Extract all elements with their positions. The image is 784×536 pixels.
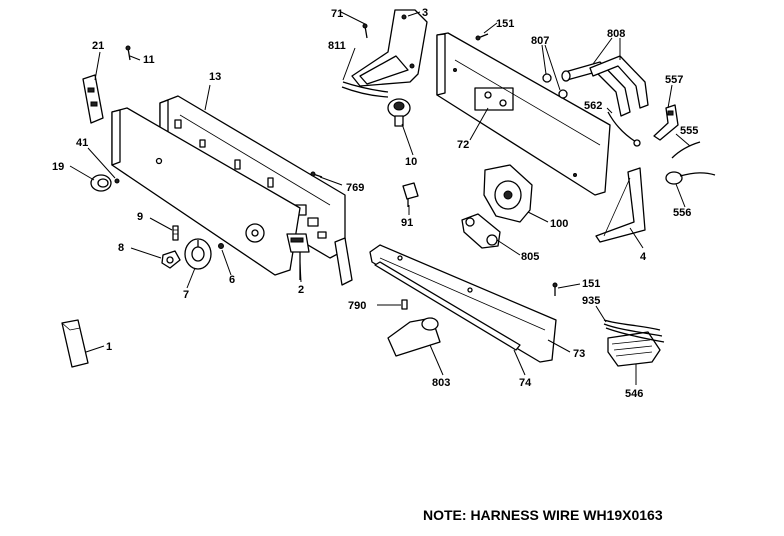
- part-555-cord: [671, 141, 701, 159]
- part-2-switch: [286, 233, 310, 280]
- label-151-lower: 151: [582, 278, 600, 290]
- part-9-spring: [172, 225, 179, 241]
- label-811: 811: [328, 40, 346, 52]
- part-811-hose: [341, 81, 389, 98]
- part-803-bracket: [387, 317, 441, 357]
- label-91: 91: [401, 217, 413, 229]
- part-4-bracket: [595, 167, 646, 243]
- part-3-bracket: [351, 9, 428, 87]
- part-73-lower-panel: [369, 244, 557, 363]
- part-808-hoses: [561, 55, 649, 117]
- label-71: 71: [331, 8, 343, 20]
- label-6: 6: [229, 274, 235, 286]
- label-805: 805: [521, 251, 539, 263]
- callout-labels: 71 3 151 807 808 811 21 11 13 557 562 55…: [52, 7, 698, 400]
- label-808: 808: [607, 28, 625, 40]
- label-21: 21: [92, 40, 104, 52]
- label-73: 73: [573, 348, 585, 360]
- label-790: 790: [348, 300, 366, 312]
- part-41-clip: [114, 178, 120, 184]
- part-11-screw: [125, 45, 131, 61]
- label-9: 9: [137, 211, 143, 223]
- part-935-harness-wires: [603, 319, 665, 343]
- part-151-screw-lower: [552, 282, 558, 296]
- label-100: 100: [550, 218, 568, 230]
- part-805-valve: [461, 213, 501, 249]
- part-19-knob: [90, 174, 112, 192]
- label-7: 7: [183, 289, 189, 301]
- part-1-literature: [61, 319, 89, 368]
- part-556-plug: [665, 171, 716, 185]
- label-935: 935: [582, 295, 600, 307]
- part-71-screw: [362, 23, 368, 39]
- part-562-wire: [607, 111, 641, 147]
- part-100-timer: [483, 164, 533, 223]
- label-546: 546: [625, 388, 643, 400]
- front-console-panel: [111, 107, 301, 276]
- label-4: 4: [640, 251, 647, 263]
- label-557: 557: [665, 74, 683, 86]
- part-74-bottom-strip: [374, 261, 521, 351]
- label-8: 8: [118, 242, 124, 254]
- part-10-pressure-switch: [387, 98, 411, 127]
- part-7-timer-knob: [184, 238, 212, 270]
- label-807: 807: [531, 35, 549, 47]
- part-790-clip: [401, 299, 408, 310]
- label-72: 72: [457, 139, 469, 151]
- label-556: 556: [673, 207, 691, 219]
- part-807-washers: [542, 73, 568, 99]
- part-8-hub: [161, 250, 181, 269]
- label-11: 11: [143, 54, 155, 66]
- part-72-backsplash: [436, 32, 611, 196]
- label-769: 769: [346, 182, 364, 194]
- part-151-screw-top: [475, 33, 489, 41]
- part-6-clip: [218, 243, 224, 249]
- label-562: 562: [584, 100, 602, 112]
- part-557-bracket: [653, 104, 679, 141]
- label-10: 10: [405, 156, 417, 168]
- label-1: 1: [106, 341, 112, 353]
- leader-lines: [69, 11, 691, 385]
- label-41: 41: [76, 137, 88, 149]
- label-13: 13: [209, 71, 221, 83]
- label-3: 3: [422, 7, 428, 19]
- harness-note: NOTE: HARNESS WIRE WH19X0163: [423, 507, 663, 523]
- right-end-cap: [334, 237, 353, 286]
- part-21-end-cap: [82, 74, 104, 124]
- label-74: 74: [519, 377, 532, 389]
- part-546-harness-block: [607, 331, 661, 367]
- label-803: 803: [432, 377, 450, 389]
- label-151: 151: [496, 18, 514, 30]
- part-769-screw: [310, 171, 323, 178]
- part-91-switch: [402, 182, 419, 207]
- label-19: 19: [52, 161, 64, 173]
- label-555: 555: [680, 125, 698, 137]
- label-2: 2: [298, 284, 304, 296]
